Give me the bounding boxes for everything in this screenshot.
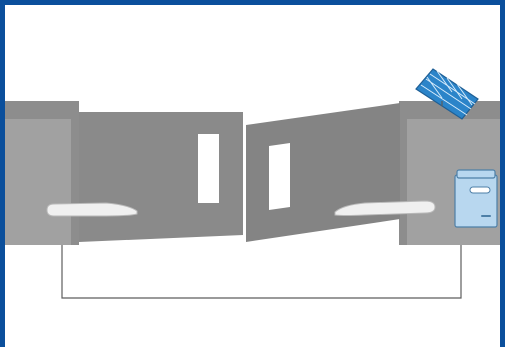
solar-grid-line: [436, 70, 453, 93]
left-actuator-arm: [46, 202, 138, 217]
solar-panel: [415, 68, 479, 120]
control-box-group: [454, 169, 498, 228]
control-box-brand-mark: [481, 215, 491, 217]
left-wall-top: [5, 101, 77, 119]
solar-grid-line: [456, 83, 473, 106]
right-gate-window: [269, 143, 290, 210]
right-post-face: [399, 101, 407, 245]
actuator-group: [46, 200, 436, 217]
left-wall-face: [5, 119, 77, 245]
gate-leaves: [79, 103, 400, 242]
right-actuator-arm: [334, 200, 436, 216]
solar-grid-line: [425, 78, 472, 110]
control-box-slot: [469, 186, 491, 194]
solar-grid-line: [446, 77, 463, 100]
main-loop-cable: [61, 219, 462, 299]
solar-panel-group: [415, 68, 479, 120]
gate-automation-diagram: [5, 68, 500, 299]
solar-grid-line: [420, 84, 468, 116]
control-box-top: [456, 169, 496, 179]
left-post-face: [71, 101, 79, 245]
control-box: [454, 174, 498, 228]
left-gate-window: [198, 134, 219, 203]
solar-grid-line: [426, 76, 443, 99]
